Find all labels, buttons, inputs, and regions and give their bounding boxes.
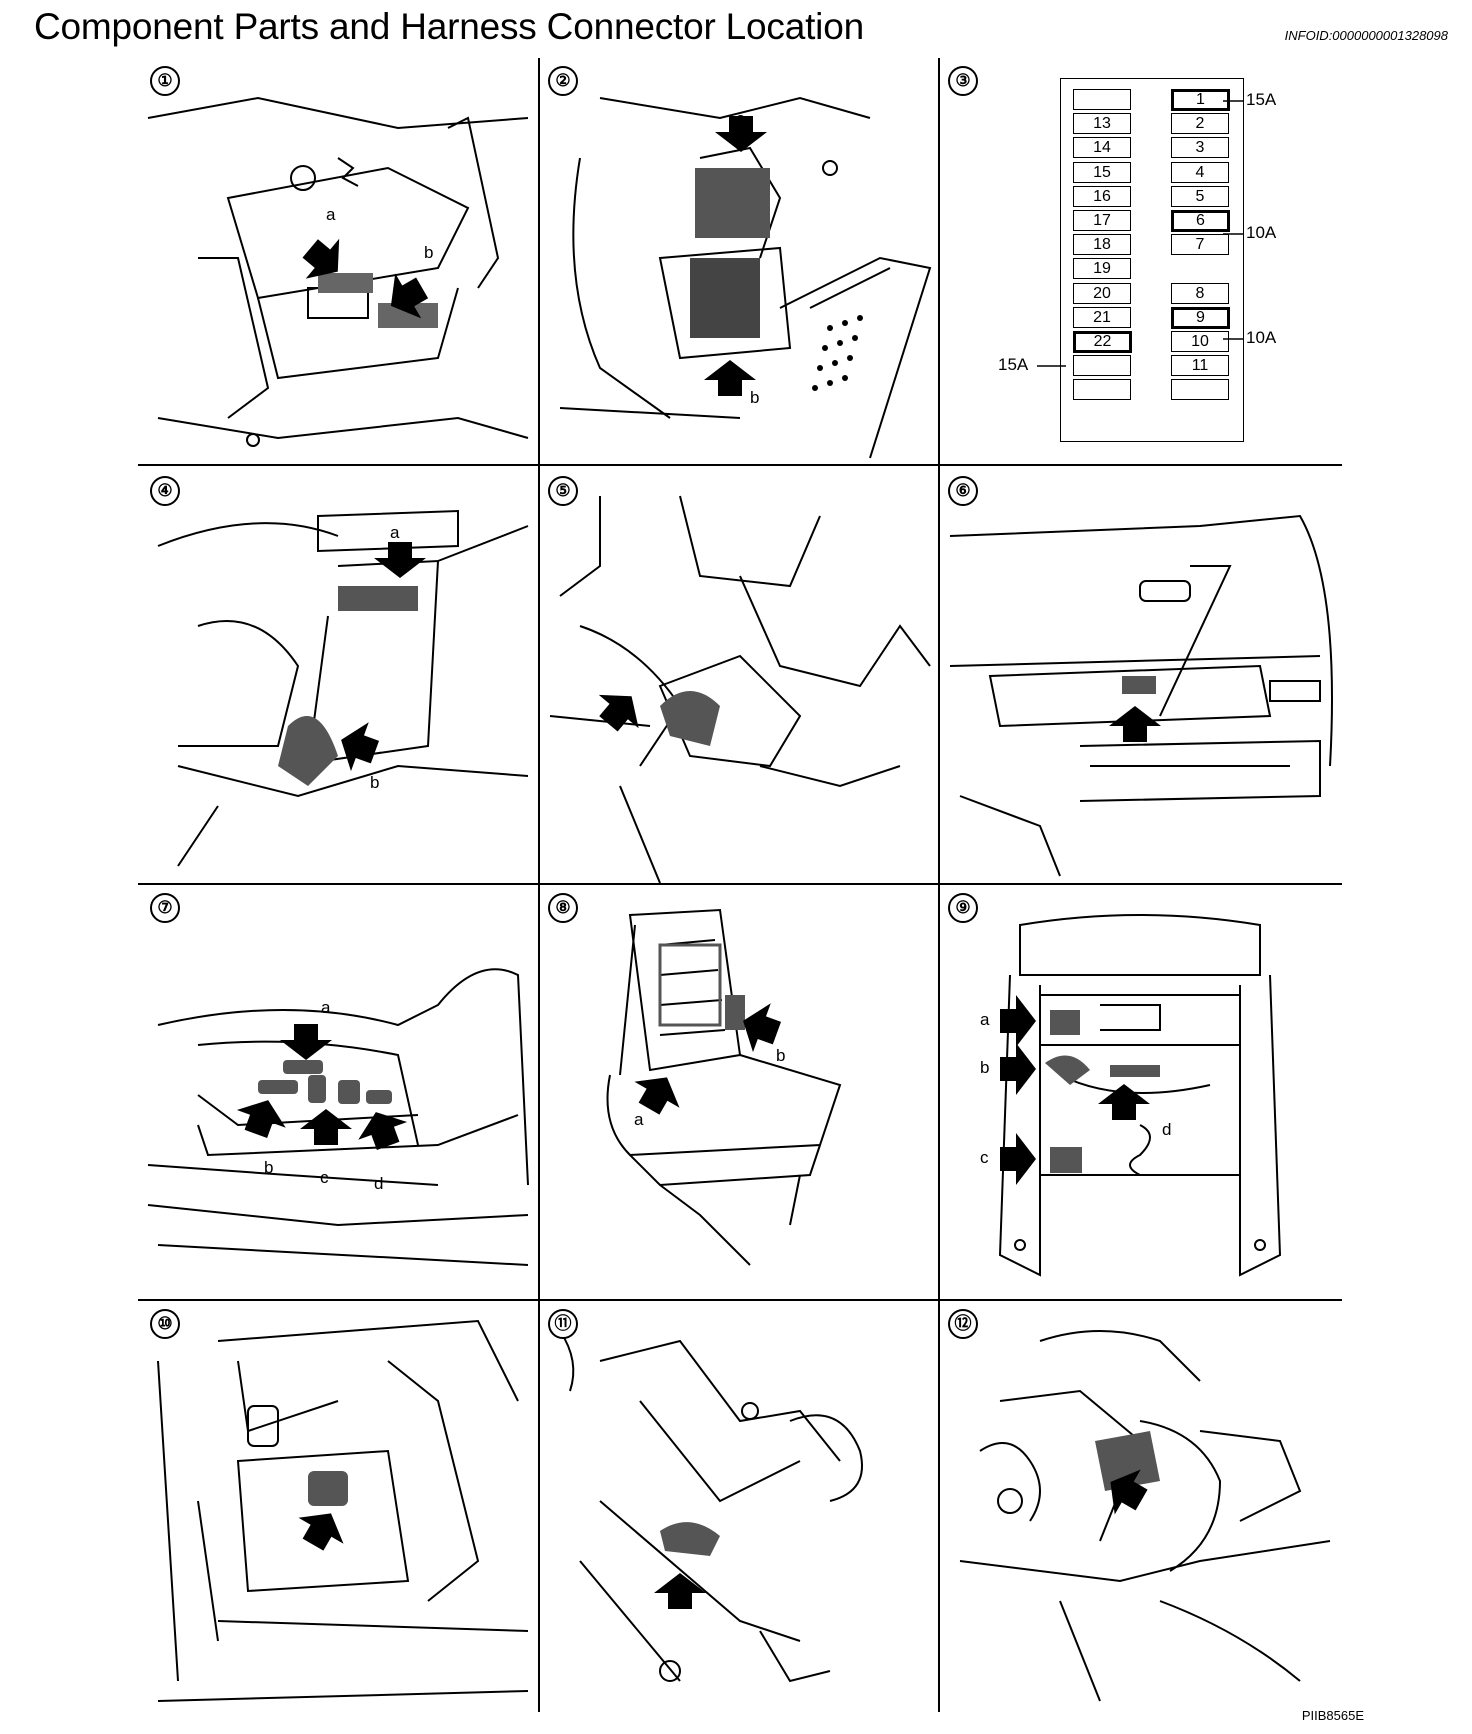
panel-6-number: ⑥ [948,476,978,506]
panel-2-number: ② [548,66,578,96]
panel-6-illustration [949,514,1333,877]
panel-8: ⑧ b a [540,885,938,1299]
fuse-21: 21 [1073,306,1131,328]
panel-9-label-c: c [980,1148,989,1167]
panel-9-number: ⑨ [948,893,978,923]
panel-7-number: ⑦ [150,893,180,923]
panel-2: ② a b [540,58,938,464]
panel-4-illustration: a b [157,509,529,867]
panel-4-label-b: b [370,773,379,792]
fuse-7: 7 [1171,234,1229,256]
panel-11-number: ⑪ [548,1309,578,1339]
fuse-slot-empty [1171,379,1229,401]
fuse-9: 9 [1171,306,1230,329]
fuse-slot-empty [1073,89,1131,110]
panel-8-illustration: b a [606,908,842,1266]
fuse-rating-22: 15A [998,355,1029,374]
fuse-22: 22 [1073,331,1132,353]
panel-11-illustration [559,1330,863,1683]
fuse-18: 18 [1073,234,1131,256]
panel-3-number: ③ [948,66,978,96]
panel-12-illustration [959,1330,1331,1702]
panel-9-illustration: a b c d [980,914,1282,1277]
panel-1-label-a: a [326,205,336,224]
fuse-rating-leaders [1037,100,1244,367]
panel-2-label-b: b [750,388,759,407]
panel-4-number: ④ [150,476,180,506]
fuse-16: 16 [1073,185,1131,207]
panel-9-label-d: d [1162,1120,1171,1139]
page-title: Component Parts and Harness Connector Lo… [34,6,864,47]
panel-2-illustration: a b [559,96,932,459]
panel-10-number: ⑩ [150,1309,180,1339]
panel-10-illustration [157,1319,529,1702]
fuse-4: 4 [1171,161,1229,183]
panel-1-illustration: a b [147,96,529,447]
fuse-2: 2 [1171,113,1229,135]
panel-9-label-b: b [980,1058,989,1077]
fuse-rating-9: 10A [1246,328,1277,347]
fuse-1: 1 [1171,89,1230,111]
panel-8-label-a: a [634,1110,644,1129]
fuse-slot-empty [1073,355,1131,377]
fuse-slot-empty [1073,379,1131,401]
panel-7: ⑦ a b c d [138,885,538,1299]
panel-5-illustration [549,495,931,884]
panel-7-illustration: a b c d [147,968,529,1266]
fuse-15: 15 [1073,161,1131,183]
fuse-8: 8 [1171,282,1229,304]
panel-1-label-b: b [424,243,433,262]
panel-7-label-a: a [321,998,331,1017]
fuse-14: 14 [1073,137,1131,159]
panel-8-label-b: b [776,1046,785,1065]
fuse-17: 17 [1073,210,1131,231]
panel-12-number: ⑫ [948,1309,978,1339]
info-id: INFOID:0000000001328098 [1284,28,1448,43]
fuse-11: 11 [1171,355,1229,377]
panel-5: ⑤ [540,466,938,884]
panel-8-number: ⑧ [548,893,578,923]
fuse-20: 20 [1073,282,1131,304]
panel-11: ⑪ [540,1301,938,1712]
fuse-6: 6 [1171,210,1230,232]
panel-6: ⑥ [940,466,1342,883]
panel-4-label-a: a [390,523,400,542]
fuse-rating-6: 10A [1246,223,1277,242]
fuse-5: 5 [1171,185,1229,207]
panel-9: ⑨ a b c d [940,885,1342,1299]
fuse-rating-1: 15A [1246,90,1277,109]
panel-7-label-b: b [264,1158,273,1177]
panel-7-label-d: d [374,1174,383,1193]
fuse-3: 3 [1171,137,1229,159]
panel-1: ① a b [138,58,538,464]
figure-id: PIIB8565E [1301,1708,1364,1723]
fuse-19: 19 [1073,258,1131,280]
panel-9-label-a: a [980,1010,990,1029]
panel-4: ④ a b [138,466,538,883]
panel-5-number: ⑤ [548,476,578,506]
panel-10: ⑩ [138,1301,538,1712]
panel-1-number: ① [150,66,180,96]
panel-7-label-c: c [320,1168,329,1187]
panel-2-label-a: a [736,109,746,128]
fuse-13: 13 [1073,113,1131,135]
panel-12: ⑫ [940,1301,1342,1712]
fuse-10: 10 [1171,331,1229,352]
